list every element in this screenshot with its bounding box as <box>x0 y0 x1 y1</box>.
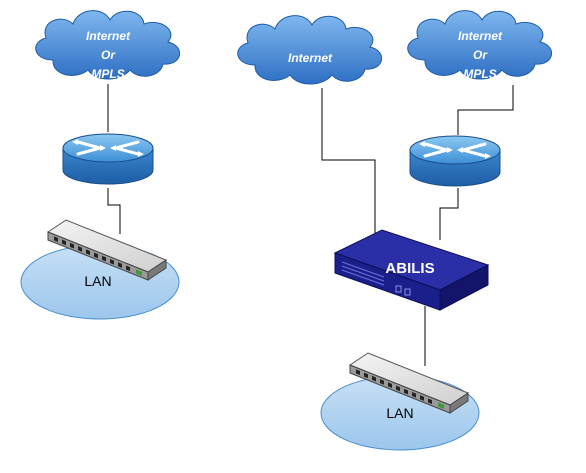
cloud-text-line-2: Or <box>101 48 116 62</box>
lan-label: LAN <box>386 405 413 421</box>
abilis-port <box>395 285 402 293</box>
cloud-right: Internet Or MPLS <box>407 10 553 81</box>
cloud-left: Internet Or MPLS <box>35 10 181 81</box>
abilis-side <box>439 264 489 311</box>
links <box>107 84 514 366</box>
abilis-label: ABILIS <box>385 260 434 277</box>
cloud-text-line-1: Internet <box>86 29 131 43</box>
cloud-text-line-1: Internet <box>458 29 503 43</box>
router-left-icon <box>61 132 155 186</box>
lan-label: LAN <box>84 273 111 289</box>
abilis-vents <box>341 261 385 286</box>
cloud-icon <box>237 15 383 85</box>
cloud-text-line-3: MPLS <box>463 67 496 81</box>
abilis-appliance: ABILIS <box>333 229 490 311</box>
cloud-text-line-1: Internet <box>288 51 333 65</box>
link-middle-cloud-abilis <box>321 88 376 240</box>
router-right-icon <box>408 134 502 188</box>
abilis-port <box>404 288 411 296</box>
link-right-cloud-router <box>457 85 514 135</box>
cloud-text-line-2: Or <box>473 48 488 62</box>
link-left-router-switch <box>107 188 121 234</box>
cloud-middle: Internet <box>237 15 383 85</box>
link-right-router-abilis <box>439 188 459 240</box>
cloud-text-line-3: MPLS <box>91 67 124 81</box>
